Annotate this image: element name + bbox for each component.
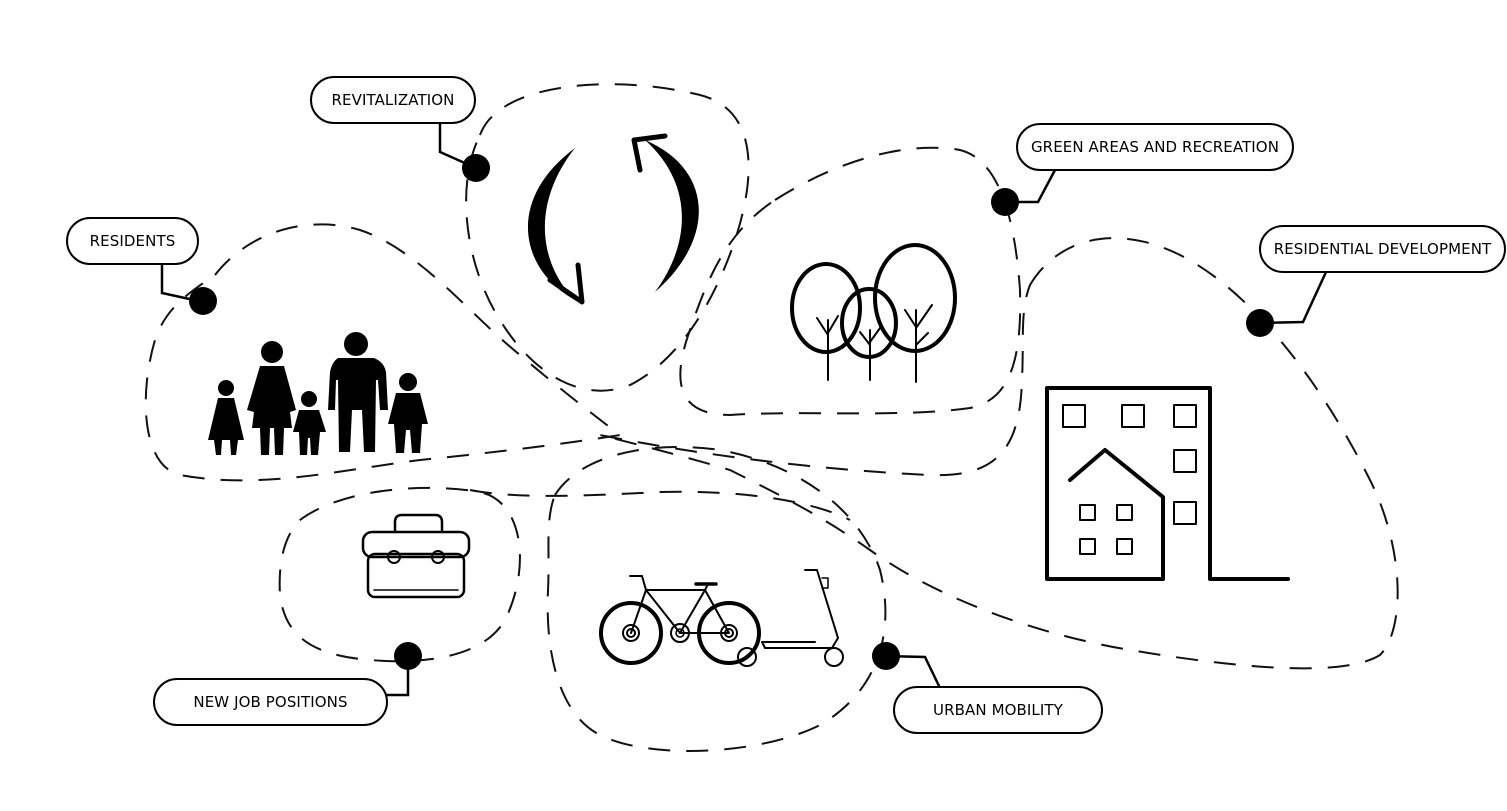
revitalization-dot	[462, 154, 490, 182]
green-areas-dot	[991, 188, 1019, 216]
revitalization-region	[465, 83, 750, 392]
residents-region	[144, 223, 623, 482]
green-areas-label: GREEN AREAS AND RECREATION	[1016, 123, 1294, 171]
green-areas-region	[679, 146, 1022, 417]
family-icon	[208, 332, 428, 455]
briefcase-icon	[361, 513, 471, 599]
residents-label: RESIDENTS	[66, 217, 199, 265]
connector-band	[469, 489, 851, 521]
bicycle-scooter-icon	[599, 569, 844, 667]
new-job-positions-label: NEW JOB POSITIONS	[153, 678, 388, 726]
residential-development-dot	[1246, 309, 1274, 337]
residential-development-region	[599, 237, 1399, 670]
residential-development-leader	[1259, 271, 1328, 325]
urban-mobility-dot	[872, 642, 900, 670]
job-positions-region	[278, 486, 521, 663]
revitalization-label: REVITALIZATION	[310, 76, 476, 124]
urban-mobility-region	[546, 446, 887, 753]
residents-dot	[189, 287, 217, 315]
cycle-arrows-icon	[527, 133, 699, 305]
trees-icon	[790, 243, 957, 383]
residential-development-label: RESIDENTIAL DEVELOPMENT	[1259, 225, 1506, 273]
buildings-icon	[1045, 386, 1290, 581]
urban-mobility-label: URBAN MOBILITY	[893, 686, 1103, 734]
new-job-positions-dot	[394, 642, 422, 670]
